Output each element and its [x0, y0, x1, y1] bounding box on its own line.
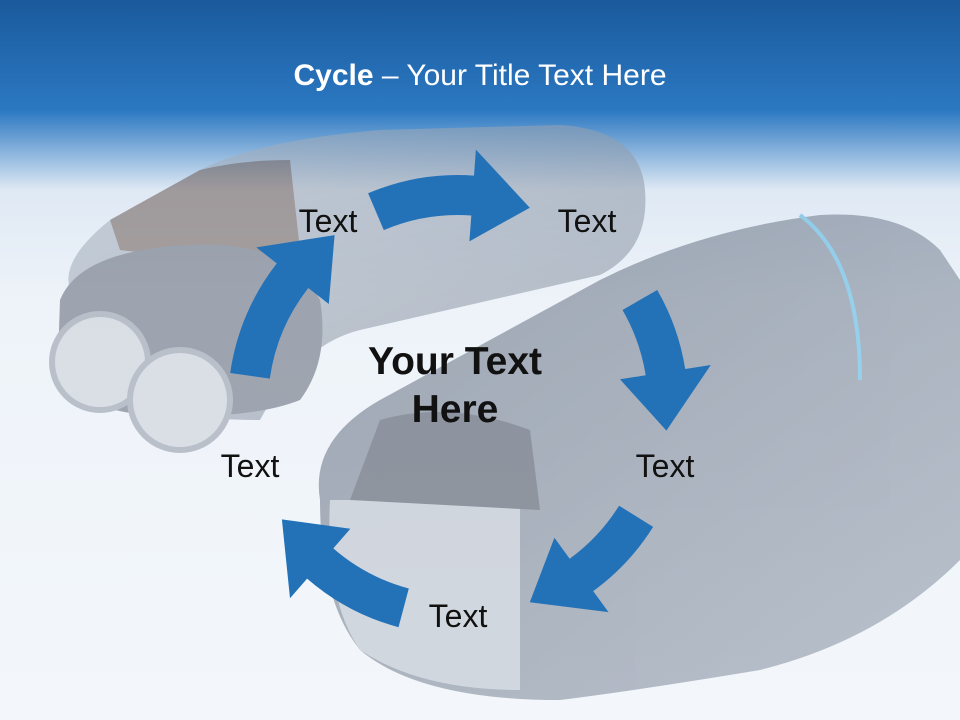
- cycle-arrow-3: [529, 505, 654, 613]
- step-label-4: Text: [428, 598, 488, 634]
- step-label-3: Text: [635, 448, 695, 484]
- cycle-arrow-2: [620, 290, 711, 431]
- step-label-5: Text: [220, 448, 280, 484]
- cycle-arrow-5: [230, 235, 335, 379]
- slide-title: Cycle – Your Title Text Here: [0, 56, 960, 96]
- title-bold: Cycle: [293, 59, 374, 92]
- center-text: Your Text Here: [367, 340, 543, 431]
- cycle-arrow-4: [281, 519, 409, 628]
- step-label-2: Text: [557, 203, 617, 239]
- cycle-arrow-1: [368, 149, 530, 242]
- step-label-1: Text: [298, 203, 358, 239]
- title-rest: – Your Title Text Here: [373, 59, 667, 92]
